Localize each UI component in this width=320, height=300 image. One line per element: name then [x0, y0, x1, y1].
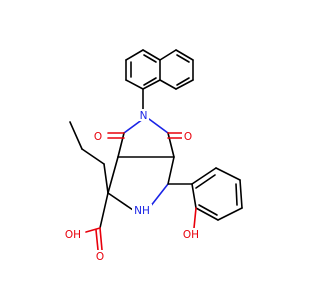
propyl-chain — [69, 121, 109, 194]
acid-carbonyl-oxygen: O — [96, 251, 104, 263]
atom-label-carbonyl-o-right: O — [182, 130, 194, 143]
atom-label-acid-oh: OH — [62, 228, 84, 241]
imide-nitrogen: N — [140, 110, 148, 122]
imide-ring — [107, 118, 185, 158]
carboxylic-acid-group — [85, 192, 109, 251]
atom-label-acid-o: O — [94, 250, 106, 263]
pyrrolidine-ring — [107, 156, 175, 211]
hydroxyphenyl-group — [167, 167, 243, 229]
atom-label-phenol-oh: OH — [180, 228, 202, 241]
carbonyl-oxygen-right: O — [184, 131, 192, 143]
acid-hydroxyl: OH — [65, 229, 81, 241]
naphthalene-group — [125, 49, 194, 90]
atom-label-ring-nh: NH — [132, 204, 152, 217]
chemical-structure: N O O NH OH O OH — [62, 49, 243, 263]
carbonyl-oxygen-left: O — [94, 131, 102, 143]
atom-label-imide-n: N — [138, 109, 149, 122]
phenol-hydroxyl: OH — [183, 229, 199, 241]
ring-nh: NH — [134, 205, 150, 217]
atom-label-carbonyl-o-left: O — [92, 130, 104, 143]
